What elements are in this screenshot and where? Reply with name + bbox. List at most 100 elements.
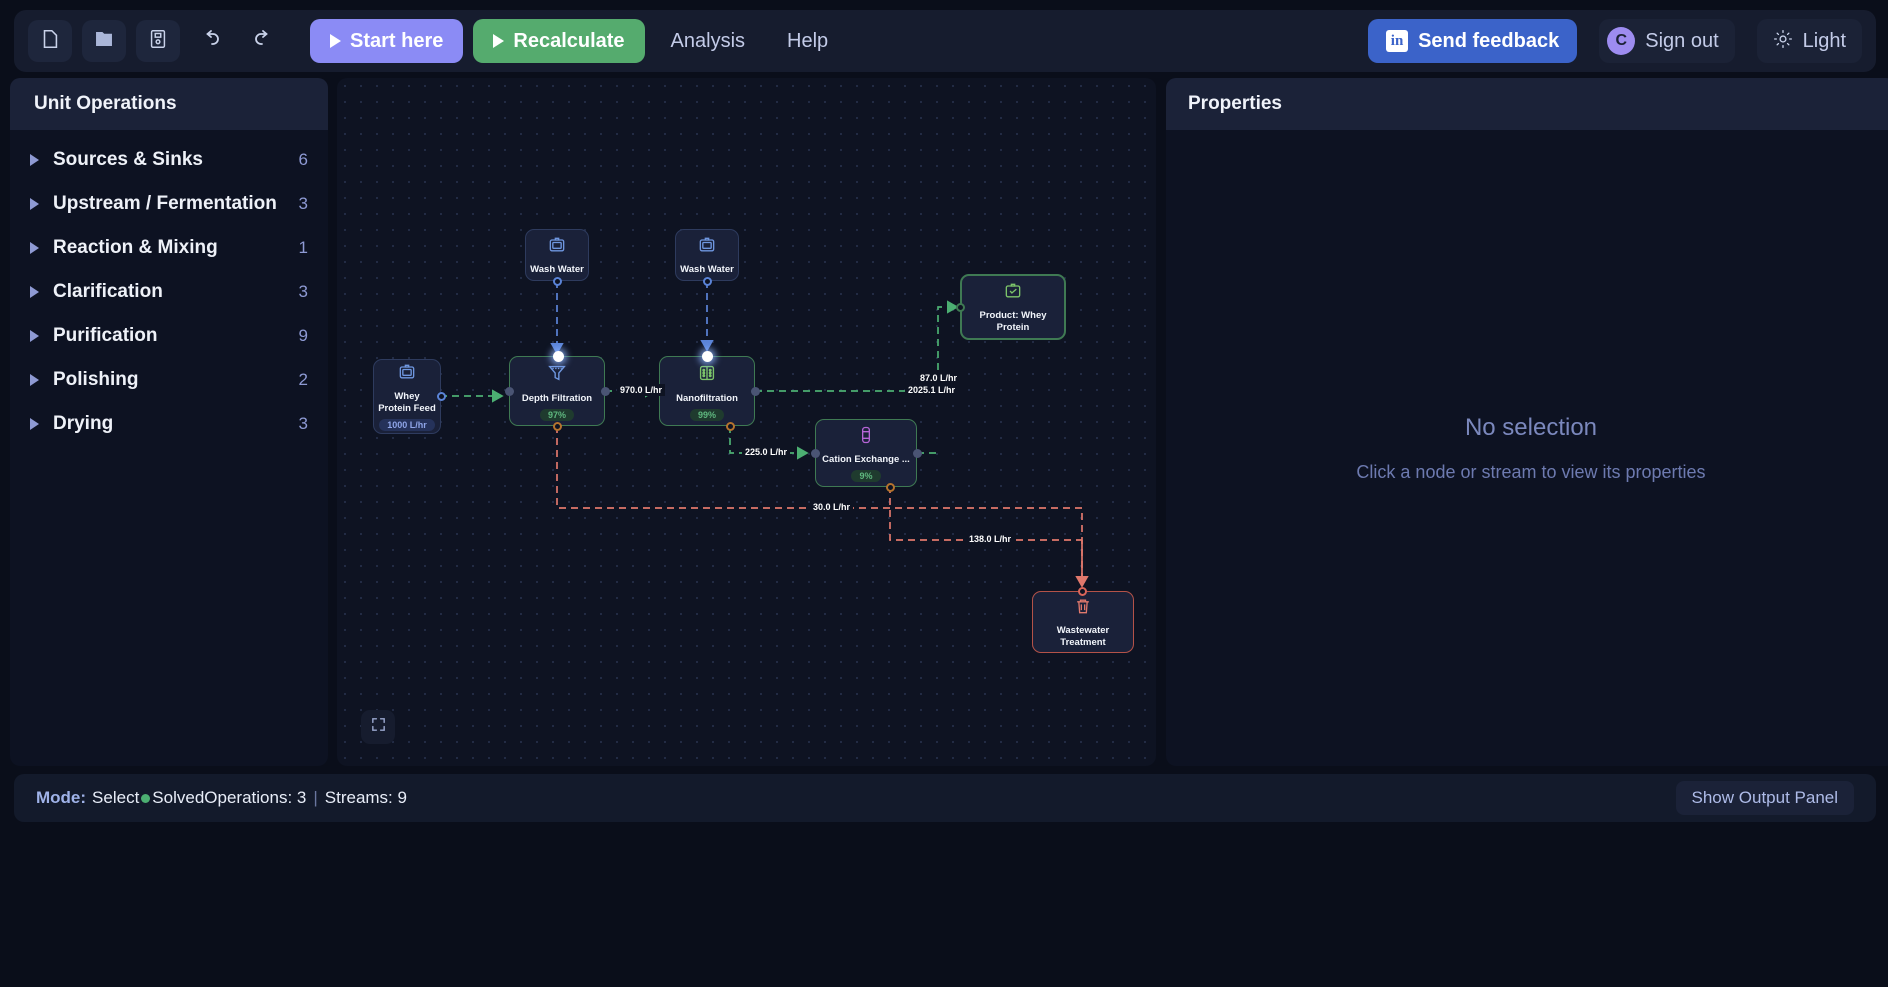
- stream-label-to-cation[interactable]: 225.0 L/hr: [742, 446, 791, 458]
- stream-label-cation-waste[interactable]: 30.0 L/hr: [810, 501, 854, 513]
- sidebar-item-sources-sinks[interactable]: Sources & Sinks 6: [10, 138, 328, 182]
- port-outlet[interactable]: [751, 387, 760, 396]
- port-output[interactable]: [703, 277, 712, 286]
- node-nanofiltration[interactable]: Nanofiltration 99%: [659, 356, 755, 426]
- node-flow-badge: 1000 L/hr: [379, 419, 435, 431]
- streams-count: Streams: 9: [324, 788, 407, 807]
- category-count: 6: [298, 150, 308, 169]
- theme-label: Light: [1802, 29, 1846, 52]
- recalculate-button[interactable]: Recalculate: [473, 19, 645, 63]
- avatar: C: [1607, 27, 1636, 55]
- linkedin-icon: in: [1386, 30, 1409, 52]
- chevron-right-icon: [30, 286, 39, 298]
- node-whey-protein-feed[interactable]: Whey Protein Feed 1000 L/hr: [373, 359, 441, 434]
- node-cation-exchange[interactable]: Cation Exchange ... 9%: [815, 419, 917, 487]
- new-file-button[interactable]: [28, 20, 72, 62]
- stream-label-to-wastewater[interactable]: 138.0 L/hr: [966, 533, 1015, 545]
- stream-label-product[interactable]: 87.0 L/hr: [917, 372, 961, 384]
- help-menu[interactable]: Help: [787, 30, 829, 52]
- flowsheet-canvas[interactable]: Wash Water Wash Water Whey Protein Feed …: [337, 78, 1156, 766]
- port-inlet[interactable]: [956, 303, 965, 312]
- chevron-right-icon: [30, 330, 39, 342]
- port-inlet[interactable]: [1078, 587, 1087, 596]
- trash-icon: [1073, 596, 1093, 621]
- redo-icon: [251, 27, 275, 56]
- no-selection-subtitle: Click a node or stream to view its prope…: [1356, 461, 1706, 482]
- node-wash-water-1[interactable]: Wash Water: [525, 229, 589, 281]
- send-feedback-button[interactable]: in Send feedback: [1368, 19, 1578, 63]
- status-separator: |: [313, 788, 318, 807]
- sidebar-title: Unit Operations: [10, 78, 328, 130]
- node-wash-water-2[interactable]: Wash Water: [675, 229, 739, 281]
- start-here-button[interactable]: Start here: [310, 19, 464, 63]
- node-product-whey-protein[interactable]: Product: Whey Protein: [960, 274, 1066, 340]
- tank-icon: [397, 362, 417, 387]
- membrane-icon: [696, 362, 718, 389]
- mode-label: Mode:: [36, 788, 87, 807]
- node-label: Cation Exchange ...: [822, 453, 910, 465]
- analysis-menu[interactable]: Analysis: [670, 30, 746, 52]
- unit-operations-sidebar: Unit Operations Sources & Sinks 6 Upstre…: [10, 78, 328, 766]
- port-wash-inlet[interactable]: [553, 351, 564, 362]
- node-efficiency-badge: 97%: [539, 408, 574, 421]
- node-label: Product: Whey Protein: [979, 309, 1047, 333]
- port-output[interactable]: [553, 277, 562, 286]
- category-count: 9: [298, 326, 308, 345]
- sidebar-item-drying[interactable]: Drying 3: [10, 402, 328, 446]
- tank-icon: [697, 235, 717, 260]
- port-waste-outlet[interactable]: [553, 422, 562, 431]
- port-wash-inlet[interactable]: [702, 351, 713, 362]
- start-here-label: Start here: [350, 29, 444, 52]
- recalculate-label: Recalculate: [513, 29, 625, 52]
- sidebar-category-list: Sources & Sinks 6 Upstream / Fermentatio…: [10, 138, 328, 446]
- port-outlet[interactable]: [601, 387, 610, 396]
- save-button[interactable]: [136, 20, 180, 62]
- node-label: Nanofiltration: [676, 392, 738, 404]
- node-label: Depth Filtration: [521, 392, 593, 404]
- fit-view-button[interactable]: [361, 710, 395, 744]
- stream-label-depth-to-nano[interactable]: 970.0 L/hr: [617, 384, 666, 396]
- category-count: 3: [298, 282, 308, 301]
- sign-out-button[interactable]: C Sign out: [1599, 19, 1735, 63]
- chevron-right-icon: [30, 418, 39, 430]
- new-file-icon: [39, 28, 61, 55]
- node-label: Wash Water: [530, 263, 584, 275]
- solved-label: Solved: [152, 788, 205, 807]
- properties-empty-state: No selection Click a node or stream to v…: [1166, 130, 1888, 766]
- tank-icon: [547, 235, 567, 260]
- category-count: 3: [298, 414, 308, 433]
- node-efficiency-badge: 9%: [851, 469, 881, 482]
- properties-panel: Properties No selection Click a node or …: [1166, 78, 1888, 766]
- port-waste-outlet[interactable]: [886, 483, 895, 492]
- open-folder-button[interactable]: [82, 20, 126, 62]
- port-inlet[interactable]: [811, 449, 820, 458]
- show-output-panel-button[interactable]: Show Output Panel: [1675, 781, 1854, 815]
- port-output[interactable]: [437, 392, 446, 401]
- sidebar-item-purification[interactable]: Purification 9: [10, 314, 328, 358]
- node-wastewater-treatment[interactable]: Wastewater Treatment: [1032, 591, 1134, 653]
- stream-label-nano-waste[interactable]: 2025.1 L/hr: [905, 384, 959, 396]
- sidebar-item-reaction-mixing[interactable]: Reaction & Mixing 1: [10, 226, 328, 270]
- port-waste-outlet[interactable]: [726, 422, 735, 431]
- category-label: Polishing: [53, 369, 139, 390]
- port-inlet[interactable]: [505, 387, 514, 396]
- node-label: Wastewater Treatment: [1056, 624, 1110, 648]
- mode-value: Select: [92, 788, 140, 807]
- properties-title: Properties: [1166, 78, 1888, 130]
- operations-count: Operations: 3: [204, 788, 307, 807]
- undo-button[interactable]: [190, 20, 232, 62]
- play-icon: [493, 34, 505, 48]
- sidebar-item-upstream-fermentation[interactable]: Upstream / Fermentation 3: [10, 182, 328, 226]
- chevron-right-icon: [30, 198, 39, 210]
- play-icon: [330, 34, 341, 48]
- theme-toggle-button[interactable]: Light: [1756, 19, 1862, 63]
- node-depth-filtration[interactable]: Depth Filtration 97%: [509, 356, 605, 426]
- node-label: Whey Protein Feed: [378, 391, 436, 414]
- sidebar-item-polishing[interactable]: Polishing 2: [10, 358, 328, 402]
- open-folder-icon: [93, 28, 115, 55]
- solved-status-dot: [141, 793, 151, 803]
- port-outlet[interactable]: [913, 449, 922, 458]
- category-label: Clarification: [53, 281, 163, 302]
- redo-button[interactable]: [242, 20, 284, 62]
- sidebar-item-clarification[interactable]: Clarification 3: [10, 270, 328, 314]
